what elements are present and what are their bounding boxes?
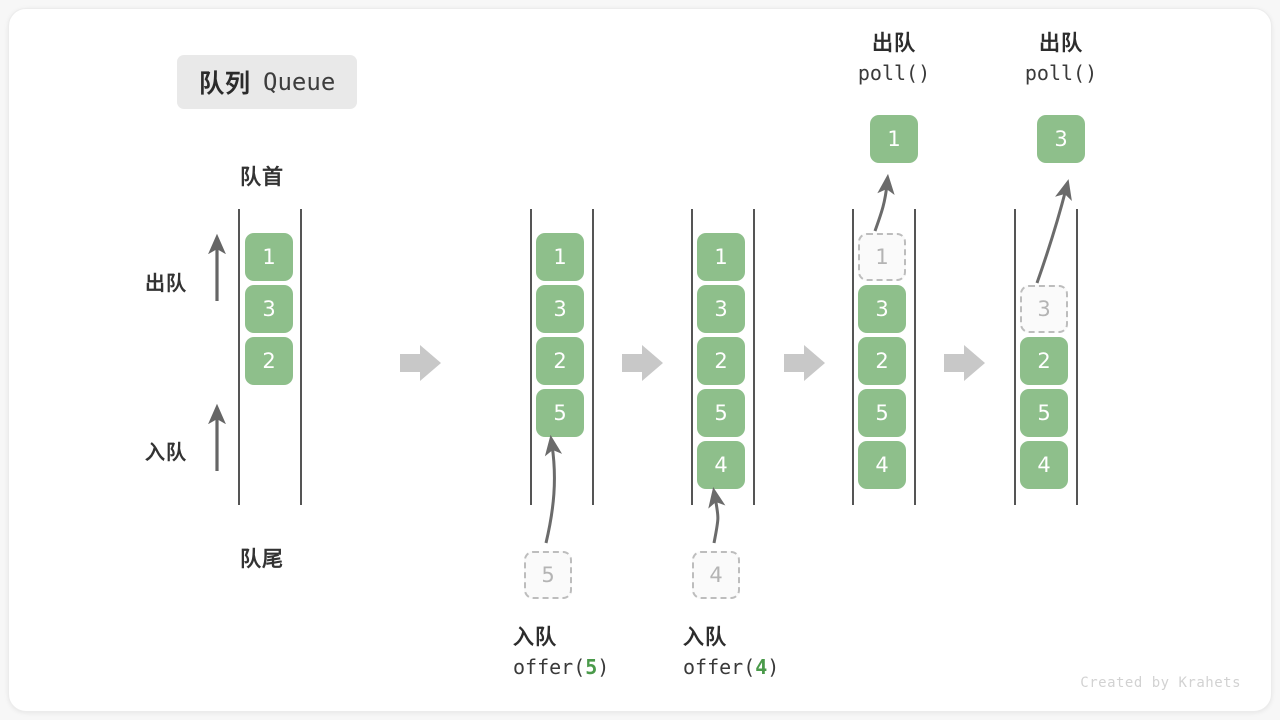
column-5-cell-4: 4 [1020, 441, 1068, 489]
column-5-caption: 出队 poll() [971, 29, 1151, 87]
side-label-enqueue: 入队 [145, 442, 187, 464]
step-arrow-1 [400, 345, 441, 381]
column-1-cell-0: 1 [245, 233, 293, 281]
column-2-caption-cn: 入队 [513, 626, 557, 649]
column-3-caption-cn: 入队 [683, 626, 727, 649]
title-badge: 队列 Queue [177, 55, 358, 109]
column-1-cell-1: 3 [245, 285, 293, 333]
diagram-card: 队列 Queue 队首 队尾 出队 入队 1 3 2 1 3 2 5 5 入队 … [8, 8, 1272, 712]
column-3-incoming-ghost: 4 [692, 551, 740, 599]
column-3-cell-0: 1 [697, 233, 745, 281]
column-4-cell-0-ghost: 1 [858, 233, 906, 281]
column-3-cell-4: 4 [697, 441, 745, 489]
column-3-caption-fn: offer( [683, 654, 756, 679]
column-3-cell-3: 5 [697, 389, 745, 437]
column-5-result-cell: 3 [1037, 115, 1085, 163]
column-3-caption-fn-end: ) [767, 654, 780, 679]
enqueue-arrow-4 [708, 486, 726, 544]
column-4-cell-2: 2 [858, 337, 906, 385]
column-2-caption: 入队 offer(5) [457, 623, 637, 681]
queue-head-label: 队首 [240, 166, 284, 189]
title-cn: 队列 [199, 70, 252, 98]
column-2-rail-left [530, 209, 532, 505]
column-2-caption-fn-end: ) [597, 654, 610, 679]
column-4-caption-code: poll() [857, 60, 931, 85]
column-3-cell-1: 3 [697, 285, 745, 333]
side-label-dequeue: 出队 [145, 273, 187, 295]
column-4-rail-right [914, 209, 916, 505]
column-3-caption: 入队 offer(4) [627, 623, 807, 681]
step-arrow-2 [622, 345, 663, 381]
column-2-cell-1: 3 [536, 285, 584, 333]
column-2-rail-right [592, 209, 594, 505]
dequeue-arrow-1 [873, 173, 895, 232]
enqueue-arrow-5 [544, 434, 563, 544]
column-1-cell-2: 2 [245, 337, 293, 385]
column-4-caption: 出队 poll() [804, 29, 984, 87]
column-4-caption-cn: 出队 [872, 32, 916, 55]
column-5-cell-2: 2 [1020, 337, 1068, 385]
column-5-cell-3: 5 [1020, 389, 1068, 437]
step-arrow-4 [944, 345, 985, 381]
watermark: Created by Krahets [1080, 675, 1241, 691]
column-2-caption-code: offer(5) [457, 653, 637, 681]
column-3-cell-2: 2 [697, 337, 745, 385]
column-1-rail-right [300, 209, 302, 505]
dequeue-arrow-3 [1035, 179, 1072, 284]
column-3-rail-left [691, 209, 693, 505]
column-2-cell-0: 1 [536, 233, 584, 281]
column-2-cell-3: 5 [536, 389, 584, 437]
column-2-incoming-ghost: 5 [524, 551, 572, 599]
column-4-cell-1: 3 [858, 285, 906, 333]
column-2-cell-2: 2 [536, 337, 584, 385]
column-3-caption-arg: 4 [755, 654, 768, 679]
step-arrow-3 [784, 345, 825, 381]
column-5-rail-left [1014, 209, 1016, 505]
queue-tail-label: 队尾 [240, 548, 284, 571]
title-en: Queue [263, 68, 336, 96]
column-3-rail-right [753, 209, 755, 505]
column-4-cell-3: 5 [858, 389, 906, 437]
column-5-cell-1-ghost: 3 [1020, 285, 1068, 333]
column-2-caption-arg: 5 [585, 654, 598, 679]
column-3-caption-code: offer(4) [627, 653, 807, 681]
arrow-overlay [208, 173, 1072, 544]
column-2-caption-fn: offer( [513, 654, 586, 679]
column-1-rail-left [238, 209, 240, 505]
column-5-caption-cn: 出队 [1039, 32, 1083, 55]
column-4-rail-left [852, 209, 854, 505]
column-5-caption-code: poll() [1024, 60, 1098, 85]
column-4-result-cell: 1 [870, 115, 918, 163]
column-5-rail-right [1076, 209, 1078, 505]
column-4-cell-4: 4 [858, 441, 906, 489]
